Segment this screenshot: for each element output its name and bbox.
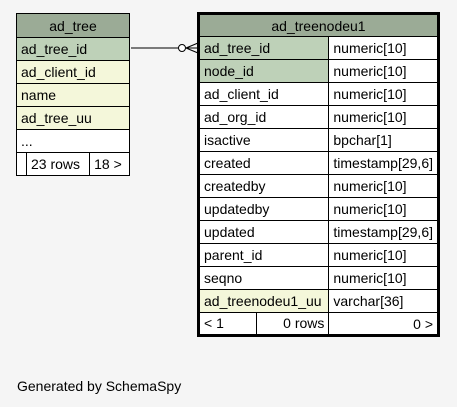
table-ad-tree[interactable]: ad_tree ad_tree_id ad_client_id name ad_… [16, 13, 130, 176]
footer-left-cell: < 1 0 rows [197, 312, 330, 336]
parents-count: < 1 [200, 313, 257, 334]
column-type-cell: numeric[10] [328, 197, 439, 221]
column-type-cell: bpchar[1] [328, 128, 439, 152]
crowfoot-icon [185, 42, 199, 49]
table-title[interactable]: ad_treenodeu1 [198, 13, 439, 37]
parents-count [16, 152, 27, 176]
column-name-cell[interactable]: node_id [197, 59, 330, 83]
row-count: 23 rows [25, 152, 91, 176]
column-ad-tree-id[interactable]: ad_tree_id [16, 37, 130, 61]
column-name[interactable]: name [16, 83, 130, 107]
column-type-cell: numeric[10] [328, 105, 439, 129]
row-count: 0 rows [283, 315, 325, 331]
zero-cardinality-icon [178, 44, 186, 52]
column-type-cell: timestamp[29,6] [328, 220, 439, 244]
more-columns[interactable]: ... [16, 129, 130, 153]
column-name-cell[interactable]: ad_org_id [197, 105, 330, 129]
generated-by-text: Generated by SchemaSpy [17, 378, 182, 394]
column-name-cell[interactable]: seqno [197, 266, 330, 290]
column-type-cell: numeric[10] [328, 266, 439, 290]
column-name-cell[interactable]: createdby [197, 174, 330, 198]
table-title[interactable]: ad_tree [16, 13, 130, 38]
column-type-cell: numeric[10] [328, 174, 439, 198]
children-count: 0 > [328, 312, 439, 336]
column-type-cell: varchar[36] [328, 289, 439, 313]
column-name-cell[interactable]: updated [197, 220, 330, 244]
column-name-cell[interactable]: ad_client_id [197, 82, 330, 106]
column-name-cell[interactable]: ad_treenodeu1_uu [197, 289, 330, 313]
column-type-cell: numeric[10] [328, 59, 439, 83]
children-count: 18 > [89, 152, 130, 176]
column-name-cell[interactable]: created [197, 151, 330, 175]
column-type-cell: numeric[10] [328, 36, 439, 60]
column-ad-tree-uu[interactable]: ad_tree_uu [16, 106, 130, 130]
column-name-cell[interactable]: updatedby [197, 197, 330, 221]
column-type-cell: timestamp[29,6] [328, 151, 439, 175]
table-ad-treenodeu1[interactable]: ad_treenodeu1 ad_tree_id numeric[10] nod… [197, 12, 440, 337]
column-type-cell: numeric[10] [328, 82, 439, 106]
column-ad-client-id[interactable]: ad_client_id [16, 60, 130, 84]
column-name-cell[interactable]: isactive [197, 128, 330, 152]
column-type-cell: numeric[10] [328, 243, 439, 267]
column-name-cell[interactable]: parent_id [197, 243, 330, 267]
column-name-cell[interactable]: ad_tree_id [197, 36, 330, 60]
